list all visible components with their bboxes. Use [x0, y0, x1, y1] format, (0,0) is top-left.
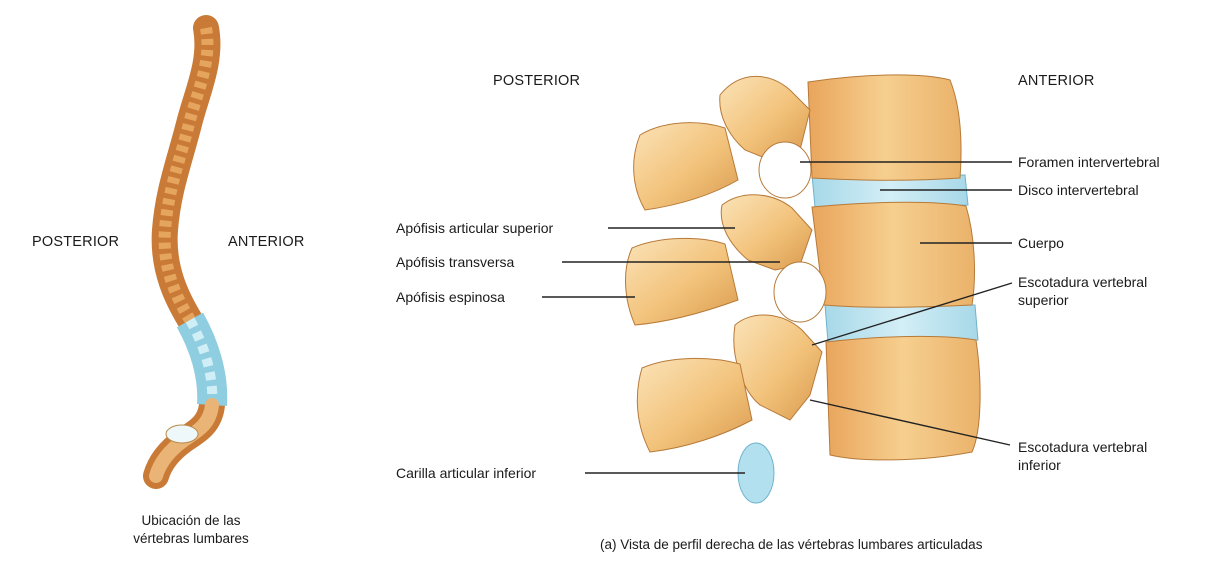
label-escotadura-superior-line2: superior: [1018, 291, 1147, 309]
left-caption-line2: vértebras lumbares: [126, 530, 256, 548]
label-carilla-articular-inferior: Carilla articular inferior: [396, 465, 536, 482]
label-escotadura-inferior-line2: inferior: [1018, 456, 1147, 474]
right-anterior-label: ANTERIOR: [1018, 73, 1095, 90]
label-escotadura-inferior-line1: Escotadura vertebral: [1018, 438, 1147, 456]
left-caption-line1: Ubicación de las: [126, 512, 256, 530]
label-escotadura-superior: Escotadura vertebral superior: [1018, 273, 1147, 309]
label-apofisis-espinosa: Apófisis espinosa: [396, 289, 505, 306]
label-disco-intervertebral: Disco intervertebral: [1018, 182, 1139, 199]
right-caption: (a) Vista de perfil derecha de las vérte…: [600, 536, 982, 554]
label-escotadura-superior-line1: Escotadura vertebral: [1018, 273, 1147, 291]
right-posterior-label: POSTERIOR: [493, 73, 580, 90]
label-apofisis-transversa: Apófisis transversa: [396, 254, 514, 271]
label-foramen-intervertebral: Foramen intervertebral: [1018, 154, 1160, 171]
spine-illustration: [156, 28, 212, 476]
left-anterior-label: ANTERIOR: [228, 234, 305, 251]
label-escotadura-inferior: Escotadura vertebral inferior: [1018, 438, 1147, 474]
label-apofisis-articular-superior: Apófisis articular superior: [396, 220, 553, 237]
vertebrae-illustration: [626, 75, 981, 503]
left-posterior-label: POSTERIOR: [32, 234, 119, 251]
label-cuerpo: Cuerpo: [1018, 235, 1064, 252]
left-caption: Ubicación de las vértebras lumbares: [126, 512, 256, 548]
